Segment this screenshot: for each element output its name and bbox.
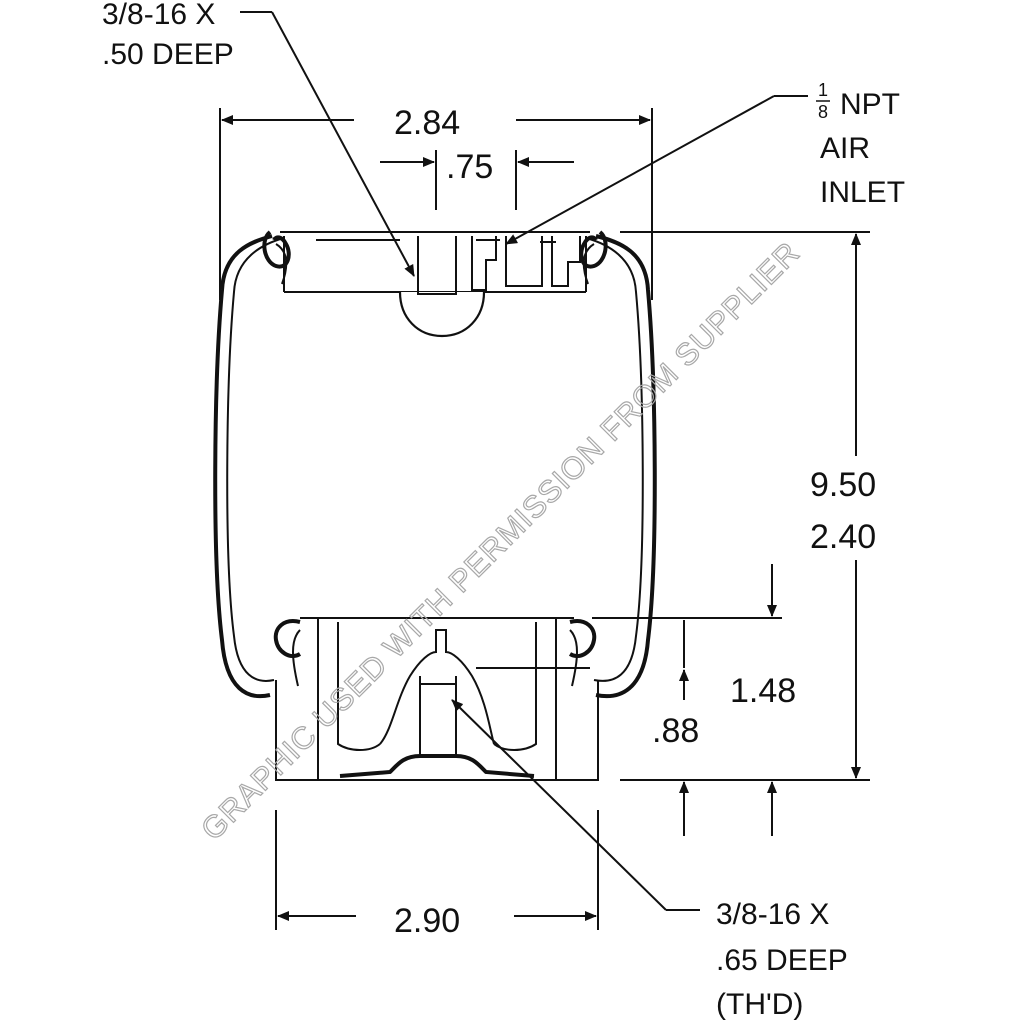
npt-fraction-numerator: 1 — [818, 80, 828, 100]
inlet-label: INLET — [820, 176, 905, 209]
bottom-thread-label-line2: .65 DEEP — [716, 944, 848, 977]
top-width-label: 2.84 — [394, 104, 460, 142]
air-label: AIR — [820, 132, 870, 165]
bottom-thread-label-line3: (TH'D) — [716, 988, 803, 1021]
npt-label: NPT — [840, 88, 900, 121]
bellows — [213, 234, 657, 699]
piston-offset-label: 1.48 — [730, 672, 796, 710]
top-thread-label-line1: 3/8-16 X — [102, 0, 215, 31]
piston-base-label: .88 — [652, 712, 699, 750]
bottom-thread-label-line1: 3/8-16 X — [716, 898, 829, 931]
leaders — [240, 11, 808, 911]
max-height-label: 9.50 — [810, 466, 876, 504]
watermark: GRAPHIC USED WITH PERMISSION FROM SUPPLI… — [194, 235, 806, 847]
npt-fraction-denominator: 8 — [818, 102, 828, 122]
bottom-width-label: 2.90 — [394, 902, 460, 940]
port-spacing-label: .75 — [446, 148, 493, 186]
piston — [273, 617, 782, 781]
labels: 3/8-16 X .50 DEEP 2.84 .75 1 8 NPT AIR I… — [102, 0, 905, 1021]
top-thread-label-line2: .50 DEEP — [102, 38, 234, 71]
min-height-label: 2.40 — [810, 518, 876, 556]
top-bead-plate — [262, 230, 608, 338]
dimensions — [219, 108, 870, 930]
